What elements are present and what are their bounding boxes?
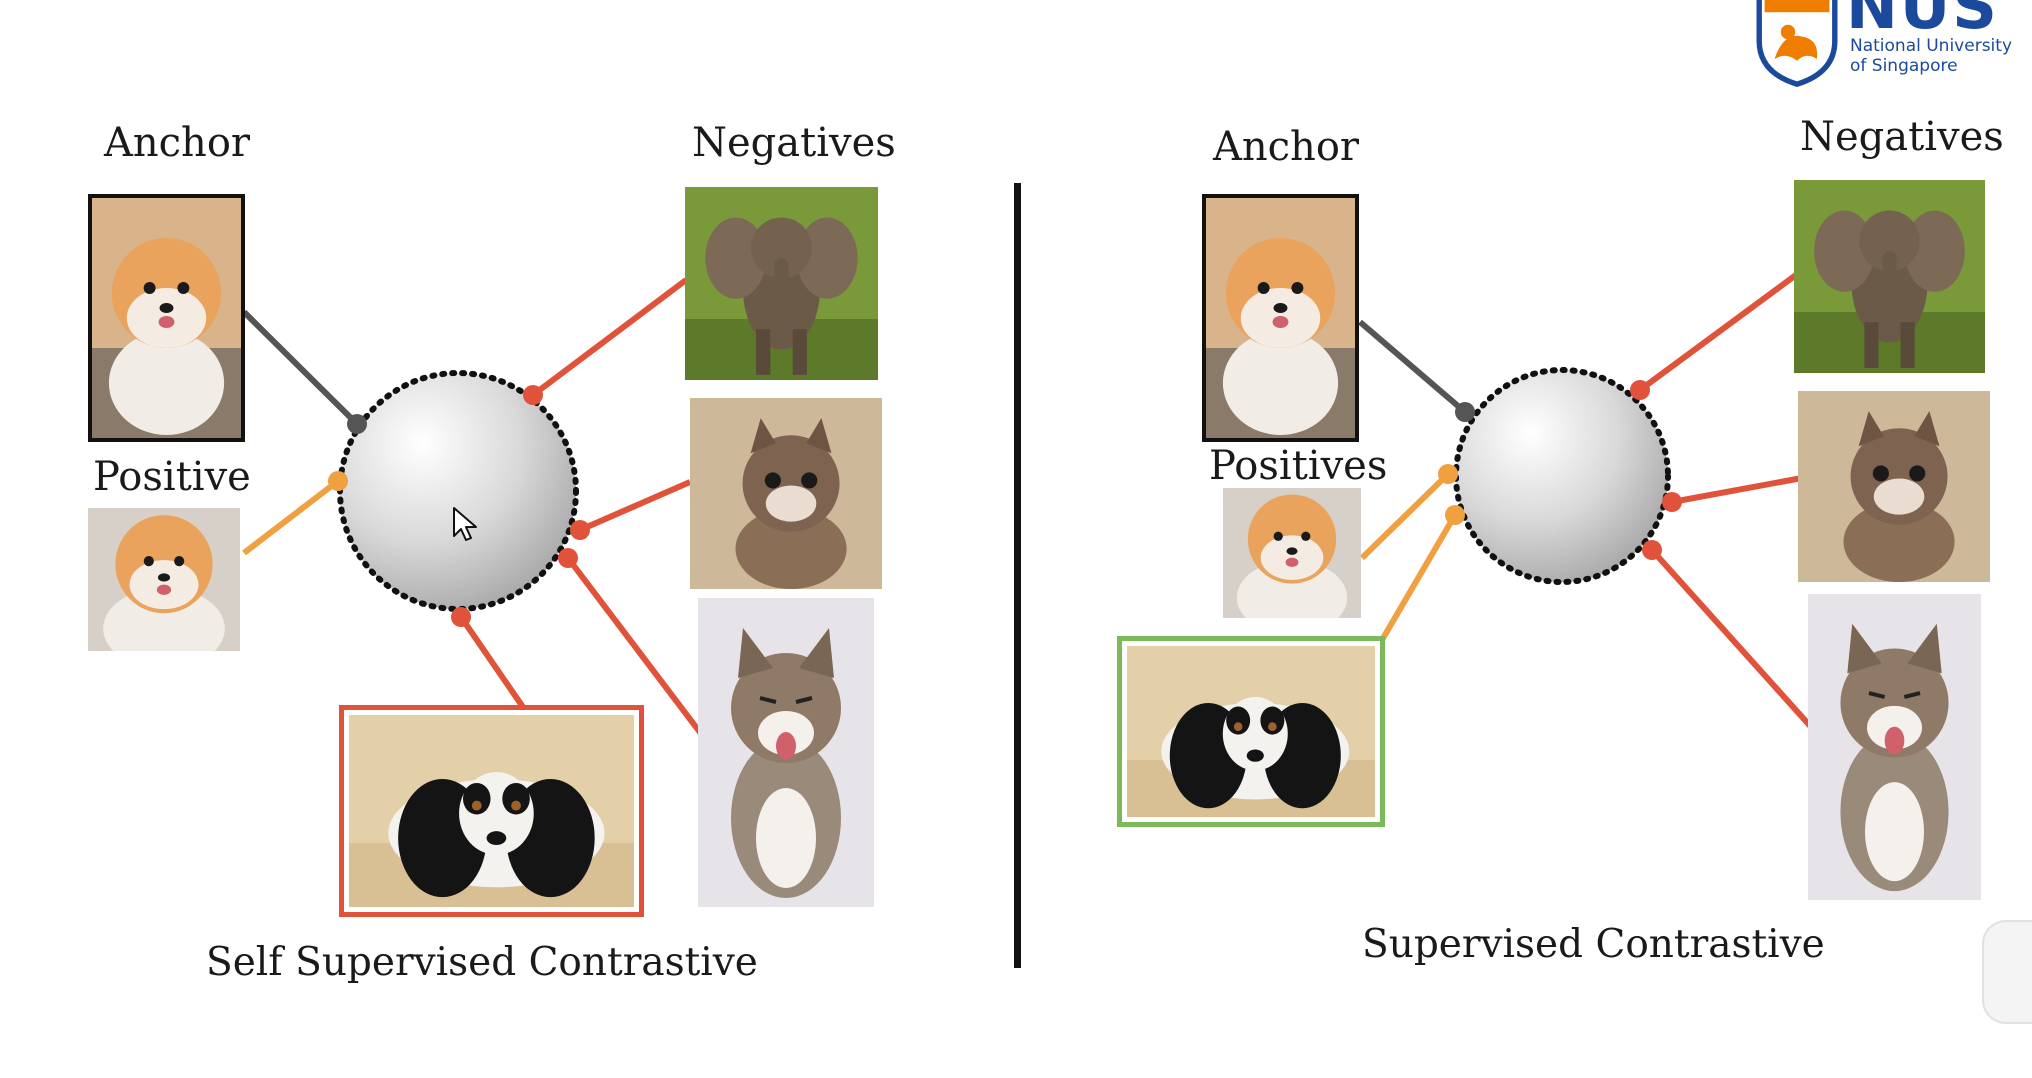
anchor-link-line	[241, 309, 360, 427]
negative-point	[1662, 492, 1682, 512]
negative-point	[1642, 540, 1662, 560]
negative-point	[451, 607, 471, 627]
negative-point	[558, 548, 578, 568]
nus-logo-line2: of Singapore	[1850, 56, 1958, 76]
positive-dog-image	[88, 508, 240, 651]
kitten-meowing-negative-image	[698, 598, 874, 907]
elephant-negative-image	[685, 187, 878, 380]
kitten-negative-image	[1798, 391, 1990, 582]
negative-link-line	[565, 556, 705, 737]
negative-link-line	[578, 479, 692, 533]
anchor-dog-image	[1202, 194, 1359, 442]
mouse-cursor-icon	[453, 507, 477, 541]
positive-link-line	[1359, 471, 1451, 561]
embedding-sphere	[337, 370, 579, 612]
kitten-negative-image	[690, 398, 882, 589]
anchor-point	[347, 414, 367, 434]
nus-crest-icon	[1756, 0, 1838, 88]
anchor-dog-image	[88, 194, 245, 442]
positive-point	[1445, 505, 1465, 525]
embedding-sphere	[1453, 367, 1671, 585]
elephant-negative-image	[1794, 180, 1985, 373]
negatives-label: Negatives	[692, 120, 896, 166]
floating-widget[interactable]	[1982, 920, 2032, 1024]
nus-logo-text: National University of Singapore	[1850, 36, 2012, 76]
negative-point	[1630, 380, 1650, 400]
kitten-meowing-negative-image	[1808, 594, 1981, 900]
anchor-label: Anchor	[1213, 124, 1360, 170]
anchor-point	[1455, 402, 1475, 422]
positive-link-line	[242, 478, 340, 556]
nus-logo-line1: National University	[1850, 36, 2012, 56]
positives-label: Positives	[1209, 443, 1388, 489]
negative-link-line	[1671, 475, 1803, 505]
spaniel-image-red-frame	[339, 705, 644, 917]
nus-logo-wordmark: NUS	[1846, 0, 1999, 43]
panel-divider	[1014, 183, 1021, 968]
negative-link-line	[531, 277, 688, 398]
supervised-caption: Supervised Contrastive	[1362, 922, 1825, 967]
self-supervised-caption: Self Supervised Contrastive	[206, 940, 758, 985]
negative-link-line	[1649, 547, 1815, 731]
negatives-label: Negatives	[1800, 114, 2004, 160]
spaniel-image-green-frame	[1117, 636, 1385, 827]
positive-point	[1438, 464, 1458, 484]
negative-point	[523, 385, 543, 405]
positive-link-line	[1379, 513, 1458, 642]
anchor-link-line	[1358, 319, 1467, 415]
nus-logo	[1748, 0, 2008, 90]
positive-dog-image	[1223, 488, 1361, 618]
positive-point	[328, 471, 348, 491]
negative-link-line	[458, 615, 528, 712]
positive-label: Positive	[93, 454, 251, 500]
negative-link-line	[1638, 269, 1802, 393]
negative-point	[570, 520, 590, 540]
anchor-label: Anchor	[104, 120, 251, 166]
